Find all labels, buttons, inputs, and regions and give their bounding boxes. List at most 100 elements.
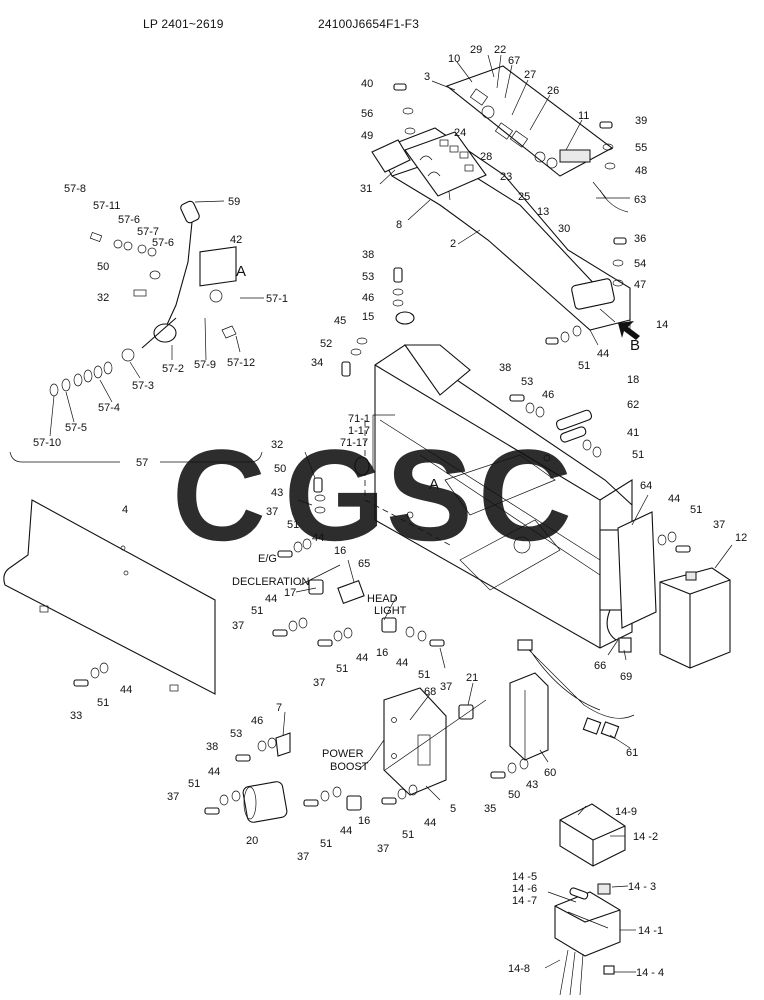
switch-parts-16	[308, 579, 397, 811]
eg-label-line1: E/G	[258, 553, 277, 565]
callout: 50	[274, 463, 286, 475]
callout: 53	[362, 271, 374, 283]
powerboost-label-line1: POWER	[322, 748, 364, 760]
callout: 14-9	[615, 806, 637, 818]
callout: 14 -7	[512, 895, 537, 907]
callout: 4	[122, 504, 128, 516]
side-cover-part-4	[3, 499, 216, 695]
callout: 14 -2	[633, 831, 658, 843]
callout: 37	[440, 681, 452, 693]
callout: 57-1	[266, 293, 288, 305]
callout: 15	[362, 311, 374, 323]
callout: 44	[120, 684, 132, 696]
hardware-fasteners	[73, 83, 691, 815]
callout: 16	[334, 545, 346, 557]
serial-range: LP 2401~2619	[143, 17, 224, 31]
callout: 57-9	[194, 359, 216, 371]
watermark-letter: C	[172, 422, 266, 568]
callout: 45	[334, 315, 346, 327]
callout: 13	[537, 206, 549, 218]
console-decal-part-8	[404, 131, 487, 197]
callout: 14	[656, 319, 668, 331]
callout: 21	[466, 672, 478, 684]
battery-part-12	[659, 567, 731, 669]
callout: 50	[508, 789, 520, 801]
callout: 55	[635, 142, 647, 154]
wire-harness-part-61	[517, 639, 635, 739]
watermark: C G S C	[172, 422, 572, 568]
cover-part-31	[371, 139, 411, 173]
callout: 51	[418, 669, 430, 681]
callout: 56	[361, 108, 373, 120]
callout: 63	[634, 194, 646, 206]
callout: 10	[448, 53, 460, 65]
callout: 7	[276, 702, 282, 714]
callout: 44	[668, 493, 680, 505]
bracket-part-64	[617, 511, 657, 629]
callout: 57-6	[118, 214, 140, 226]
callout: 14 - 3	[628, 881, 656, 893]
switch-panel-part-3	[445, 65, 614, 177]
callout: 51	[690, 504, 702, 516]
callout: 28	[480, 151, 492, 163]
view-a-label: A	[236, 263, 246, 280]
callout: 57-3	[132, 380, 154, 392]
callout: 11	[578, 110, 589, 122]
callout: 51	[188, 778, 200, 790]
view-b-arrow	[618, 321, 640, 340]
callout: 51	[578, 360, 590, 372]
callout: 49	[361, 130, 373, 142]
callout: 46	[542, 389, 554, 401]
fuse-box-part-14	[554, 803, 626, 996]
callout: 51	[402, 829, 414, 841]
callout: 57-2	[162, 363, 184, 375]
callout: 48	[635, 165, 647, 177]
callout: 52	[320, 338, 332, 350]
callout: 23	[500, 171, 512, 183]
view-a-label-frame: A	[429, 476, 439, 493]
part-14-connector	[606, 609, 632, 653]
callout: 57	[136, 457, 148, 469]
callout: 46	[362, 292, 374, 304]
watermark-letter: C	[478, 422, 572, 568]
callout: 38	[206, 741, 218, 753]
drawing-number: 24100J6654F1-F3	[318, 17, 420, 31]
callout: 57-10	[33, 437, 61, 449]
callout: 51	[287, 519, 299, 531]
callout: 31	[360, 183, 372, 195]
watermark-letter: S	[386, 422, 473, 568]
callout: 51	[320, 838, 332, 850]
callout: 14 -6	[512, 883, 537, 895]
callout: 3	[424, 71, 430, 83]
bracket-part-7	[275, 732, 291, 757]
headlight-label-line2: LIGHT	[374, 605, 407, 617]
callout: 64	[640, 480, 652, 492]
callout: 57-11	[93, 200, 120, 212]
callout: 43	[526, 779, 538, 791]
callout: 67	[508, 55, 520, 67]
callout: 71-1	[348, 413, 370, 425]
eg-label-line2: DECLERATION	[232, 576, 309, 588]
callout: 60	[544, 767, 556, 779]
callout: 38	[499, 362, 511, 374]
callout: 38	[362, 249, 374, 261]
callout: 1-17	[348, 425, 370, 437]
callout: 33	[70, 710, 82, 722]
callout: 57-5	[65, 422, 87, 434]
callout: 53	[521, 376, 533, 388]
callout: 51	[251, 605, 263, 617]
callout: 5	[450, 803, 456, 815]
callout: 69	[620, 671, 632, 683]
callout: 44	[597, 348, 609, 360]
callout: 14 - 4	[636, 967, 664, 979]
callout: 32	[271, 439, 283, 451]
callout: 16	[358, 815, 370, 827]
callout: 44	[424, 817, 436, 829]
callout: 29	[470, 44, 482, 56]
callout: 32	[97, 292, 109, 304]
callout: 37	[167, 791, 179, 803]
callout: 44	[396, 657, 408, 669]
callout: 39	[635, 115, 647, 127]
callout: 27	[524, 69, 536, 81]
